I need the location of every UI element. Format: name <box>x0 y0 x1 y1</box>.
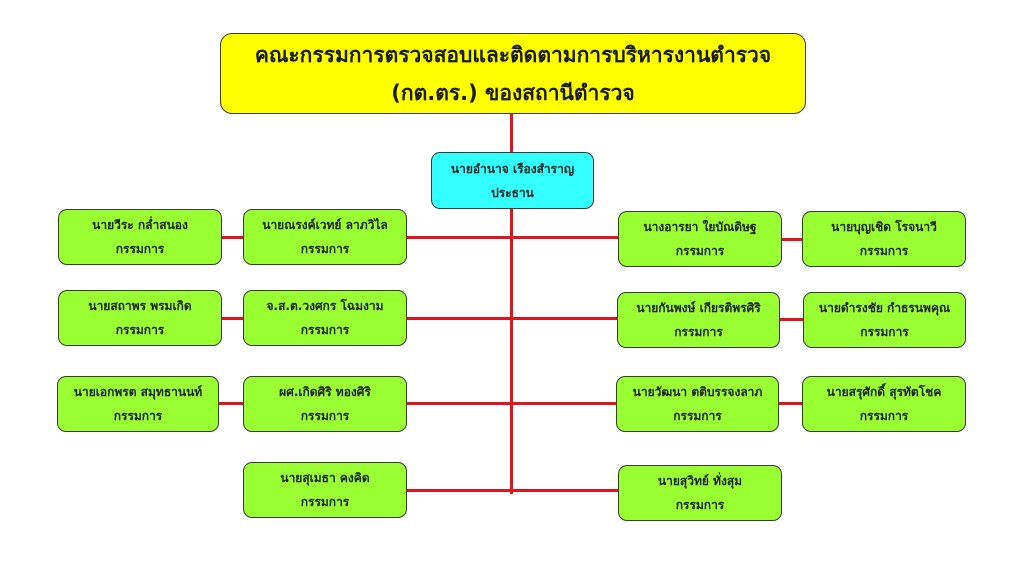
connector-row-2 <box>407 317 617 320</box>
member-name: นายสถาพร พรมเกิด <box>88 299 192 313</box>
member-name: นายวัฒนา ตติบรรจงลาภ <box>632 385 763 399</box>
member-role: ประธาน <box>491 185 534 200</box>
member-role: กรรมการ <box>860 325 909 339</box>
member-box: นายสรุศักดิ์ สุรทัตโชคกรรมการ <box>802 376 966 432</box>
member-role: กรรมการ <box>300 495 350 509</box>
member-role: กรรมการ <box>675 498 725 512</box>
member-role: กรรมการ <box>673 409 722 423</box>
member-role: กรรมการ <box>859 244 909 258</box>
member-name: นายณรงค์เวทย์ ลาภวิไล <box>262 218 388 232</box>
member-name: นายสรุศักดิ์ สุรทัตโชค <box>826 385 942 399</box>
member-role: กรรมการ <box>300 323 350 337</box>
member-name: จ.ส.ต.วงศกร โฉมงาม <box>266 299 384 313</box>
connector-left-3 <box>219 402 243 405</box>
connector-left-2 <box>222 317 243 320</box>
member-role: กรรมการ <box>300 242 350 256</box>
connector-left-1 <box>222 236 243 239</box>
member-name: นายกันพงษ์ เกียรติพรศิริ <box>636 301 761 315</box>
member-box: นายบุญเชิด โรจนาวีกรรมการ <box>802 211 966 267</box>
connector-right-2 <box>780 318 803 321</box>
connector-row-4 <box>407 489 618 492</box>
member-name: นายวีระ กล่ำสนอง <box>92 218 188 232</box>
member-box: นายสุวิทย์ ทั่งสุมกรรมการ <box>618 465 782 521</box>
member-role: กรรมการ <box>115 242 165 256</box>
member-role: กรรมการ <box>115 323 165 337</box>
member-box: นางอารยา ใยบัณดิษฐกรรมการ <box>618 211 782 267</box>
member-name: ผศ.เกิดศิริ ทองศิริ <box>279 385 371 399</box>
chair-box: นายอำนาจ เรืองสำราญ ประธาน <box>431 152 594 209</box>
member-box: ผศ.เกิดศิริ ทองศิริกรรมการ <box>243 376 407 432</box>
connector-title-chair <box>510 114 513 152</box>
connector-right-3 <box>779 402 802 405</box>
connector-right-1 <box>782 238 802 241</box>
member-box: นายดำรงชัย กำธรนพคุณกรรมการ <box>803 292 966 348</box>
member-box: นายเอกพรต สมุทธานนท์กรรมการ <box>57 376 219 432</box>
member-box: จ.ส.ต.วงศกร โฉมงามกรรมการ <box>243 290 407 346</box>
member-name: นายบุญเชิด โรจนาวี <box>831 220 937 234</box>
title-line-2: (กต.ตร.) ของสถานีตำรวจ <box>391 80 635 105</box>
member-box: นายวีระ กล่ำสนองกรรมการ <box>58 209 222 265</box>
member-name: นางอารยา ใยบัณดิษฐ <box>643 220 757 234</box>
member-box: นายณรงค์เวทย์ ลาภวิไลกรรมการ <box>243 209 407 265</box>
member-name: นายดำรงชัย กำธรนพคุณ <box>818 301 951 315</box>
member-name: นายสุวิทย์ ทั่งสุม <box>657 474 743 488</box>
member-box: นายสถาพร พรมเกิดกรรมการ <box>58 290 222 346</box>
connector-row-1 <box>407 236 618 239</box>
chart-title: คณะกรรมการตรวจสอบและติดตามการบริหารงานตำ… <box>220 33 806 114</box>
member-role: กรรมการ <box>113 409 163 423</box>
member-role: กรรมการ <box>674 325 723 339</box>
member-name: นายอำนาจ เรืองสำราญ <box>450 161 575 176</box>
member-box: นายกันพงษ์ เกียรติพรศิริกรรมการ <box>617 292 780 348</box>
member-role: กรรมการ <box>675 244 725 258</box>
member-name: นายสุเมธา คงคิด <box>280 471 370 485</box>
member-box: นายสุเมธา คงคิดกรรมการ <box>243 462 407 518</box>
member-role: กรรมการ <box>300 409 350 423</box>
member-box: นายวัฒนา ตติบรรจงลาภกรรมการ <box>616 376 779 432</box>
connector-row-3 <box>407 402 616 405</box>
title-line-1: คณะกรรมการตรวจสอบและติดตามการบริหารงานตำ… <box>254 42 772 67</box>
connector-trunk <box>510 209 513 494</box>
member-role: กรรมการ <box>859 409 909 423</box>
member-name: นายเอกพรต สมุทธานนท์ <box>73 385 203 399</box>
